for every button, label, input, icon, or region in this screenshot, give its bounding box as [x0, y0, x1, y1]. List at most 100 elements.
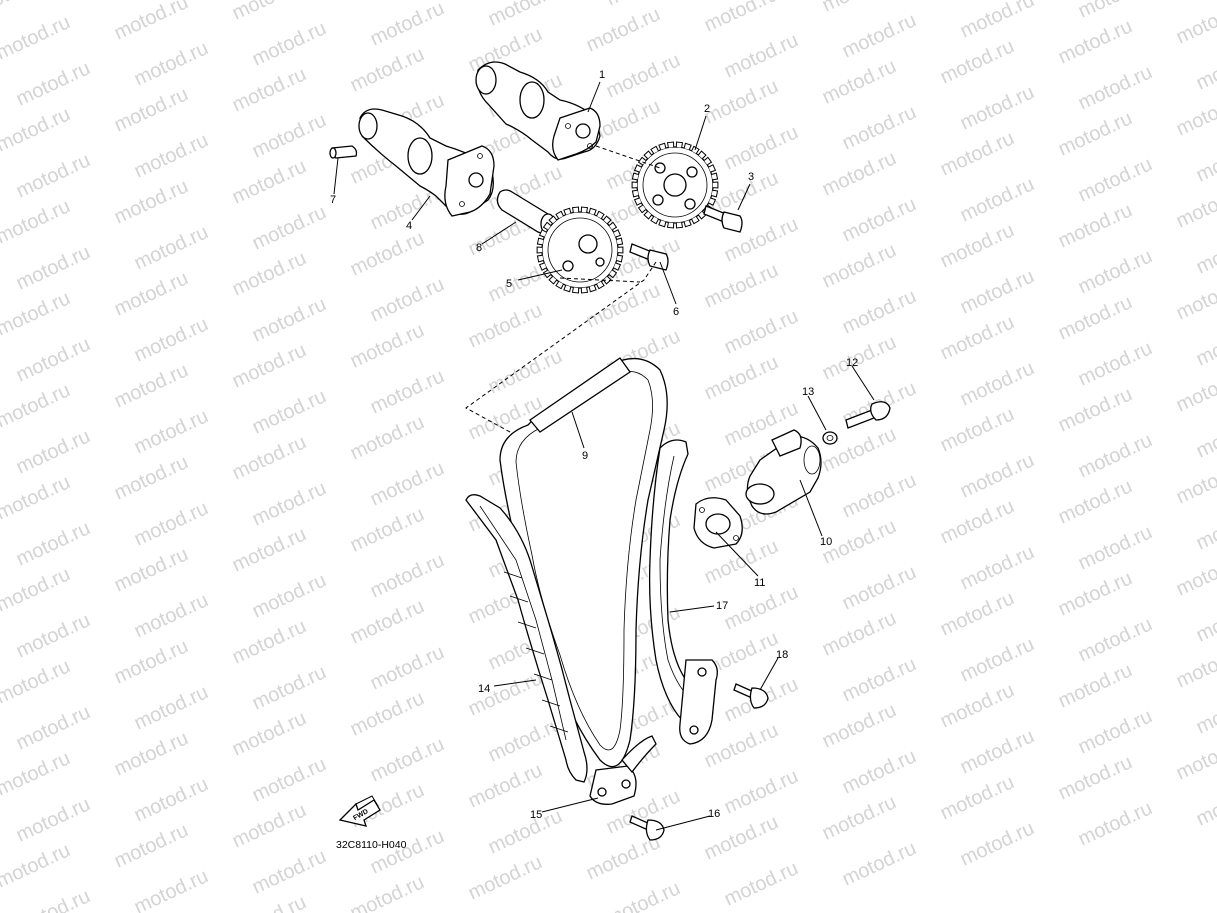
- watermark-text: motod.ru: [111, 543, 192, 596]
- watermark-text: motod.ru: [1193, 0, 1217, 3]
- watermark-text: motod.ru: [721, 765, 802, 818]
- watermark-text: motod.ru: [1055, 475, 1136, 528]
- watermark-text: motod.ru: [131, 37, 212, 90]
- tensioner-gasket-11: [693, 497, 743, 549]
- watermark-text: motod.ru: [839, 561, 920, 614]
- sprocket-tooth: [708, 197, 717, 206]
- watermark-text: motod.ru: [347, 319, 428, 372]
- watermark-text: motod.ru: [249, 569, 330, 622]
- camshaft-4: [358, 108, 495, 217]
- watermark-text: motod.ru: [229, 247, 310, 300]
- watermark-text: motod.ru: [347, 43, 428, 96]
- sprocket-tooth: [650, 216, 659, 225]
- watermark-text: motod.ru: [957, 173, 1038, 226]
- watermark-text: motod.ru: [13, 885, 94, 913]
- sprocket-tooth: [613, 229, 622, 238]
- watermark-text: motod.ru: [249, 477, 330, 530]
- sprocket-tooth: [571, 206, 580, 213]
- watermark-text: motod.ru: [111, 267, 192, 320]
- sprocket-tooth: [643, 211, 653, 220]
- watermark-text: motod.ru: [367, 641, 448, 694]
- sprocket-tooth: [631, 181, 638, 189]
- sprocket-tooth: [563, 207, 572, 215]
- watermark-text: motod.ru: [249, 661, 330, 714]
- watermark-text: motod.ru: [0, 839, 74, 892]
- watermark-text: motod.ru: [1173, 0, 1217, 49]
- watermark-text: motod.ru: [1055, 659, 1136, 712]
- sprocket-tooth: [580, 287, 589, 294]
- watermark-text: motod.ru: [13, 793, 94, 846]
- watermark-text: motod.ru: [131, 773, 212, 826]
- watermark-text: motod.ru: [249, 17, 330, 70]
- watermark-text: motod.ru: [229, 63, 310, 116]
- watermark-text: motod.ru: [367, 825, 448, 878]
- watermark-text: motod.ru: [1193, 593, 1217, 646]
- sprocket-tooth: [542, 221, 552, 231]
- watermark-text: motod.ru: [1173, 639, 1217, 692]
- watermark-text: motod.ru: [347, 503, 428, 556]
- sprocket-tooth: [666, 141, 675, 148]
- camshaft-1: [475, 61, 601, 161]
- bolt-12: [845, 401, 891, 429]
- sprocket-tooth: [643, 150, 653, 159]
- watermark-text: motod.ru: [603, 877, 684, 913]
- watermark-text: motod.ru: [0, 103, 74, 156]
- sprocket-tooth: [658, 142, 667, 150]
- watermark-text: motod.ru: [1075, 61, 1156, 114]
- sprocket-tooth: [631, 189, 639, 198]
- watermark-text: motod.ru: [1173, 455, 1217, 508]
- sprocket-tooth: [616, 254, 624, 263]
- watermark-text: motod.ru: [347, 411, 428, 464]
- watermark-text: motod.ru: [701, 259, 782, 312]
- watermark-text: motod.ru: [1193, 409, 1217, 462]
- watermark-text: motod.ru: [839, 837, 920, 890]
- watermark-text: motod.ru: [957, 817, 1038, 870]
- watermark-text: motod.ru: [1173, 731, 1217, 784]
- watermark-text: motod.ru: [1193, 685, 1217, 738]
- sprocket-tooth: [555, 281, 564, 290]
- watermark-text: motod.ru: [819, 239, 900, 292]
- sprocket-tooth: [563, 285, 572, 293]
- watermark-text: motod.ru: [13, 701, 94, 754]
- sprocket-tooth: [596, 210, 605, 219]
- callout-9: 9: [582, 450, 588, 462]
- callout-15: 15: [530, 809, 542, 821]
- watermark-text: motod.ru: [1075, 613, 1156, 666]
- sprocket-tooth: [675, 222, 684, 229]
- watermark-text: motod.ru: [957, 725, 1038, 778]
- watermark-text: motod.ru: [367, 549, 448, 602]
- watermark-text: motod.ru: [13, 517, 94, 570]
- watermark-text: motod.ru: [13, 333, 94, 386]
- watermark-text: motod.ru: [13, 149, 94, 202]
- watermark-text: motod.ru: [111, 83, 192, 136]
- watermark-text: motod.ru: [131, 589, 212, 642]
- watermark-text: motod.ru: [819, 0, 900, 17]
- watermark-text: motod.ru: [131, 129, 212, 182]
- sprocket-tooth: [588, 207, 597, 215]
- watermark-text: motod.ru: [937, 311, 1018, 364]
- watermark-text: motod.ru: [249, 109, 330, 162]
- watermark-text: motod.ru: [1055, 751, 1136, 804]
- watermark-text: motod.ru: [937, 587, 1018, 640]
- sprocket-tooth: [637, 204, 647, 214]
- watermark-text: motod.ru: [839, 653, 920, 706]
- watermark-text: motod.ru: [465, 851, 546, 904]
- watermark-text: motod.ru: [347, 687, 428, 740]
- watermark-text: motod.ru: [465, 667, 546, 720]
- sprocket-tooth: [666, 222, 675, 229]
- watermark-text: motod.ru: [465, 299, 546, 352]
- watermark-text: motod.ru: [249, 385, 330, 438]
- watermark-text: motod.ru: [111, 819, 192, 872]
- watermark-text: motod.ru: [1075, 521, 1156, 574]
- watermark-text: motod.ru: [819, 699, 900, 752]
- sprocket-tooth: [633, 197, 642, 206]
- watermark-text: motod.ru: [721, 581, 802, 634]
- callout-6: 6: [673, 306, 679, 318]
- watermark-text: motod.ru: [721, 857, 802, 910]
- watermark-text: motod.ru: [1193, 133, 1217, 186]
- watermark-text: motod.ru: [937, 771, 1018, 824]
- watermark-text: motod.ru: [937, 403, 1018, 456]
- watermark-text: motod.ru: [1173, 363, 1217, 416]
- watermark-text: motod.ru: [229, 799, 310, 852]
- watermark-text: motod.ru: [819, 423, 900, 476]
